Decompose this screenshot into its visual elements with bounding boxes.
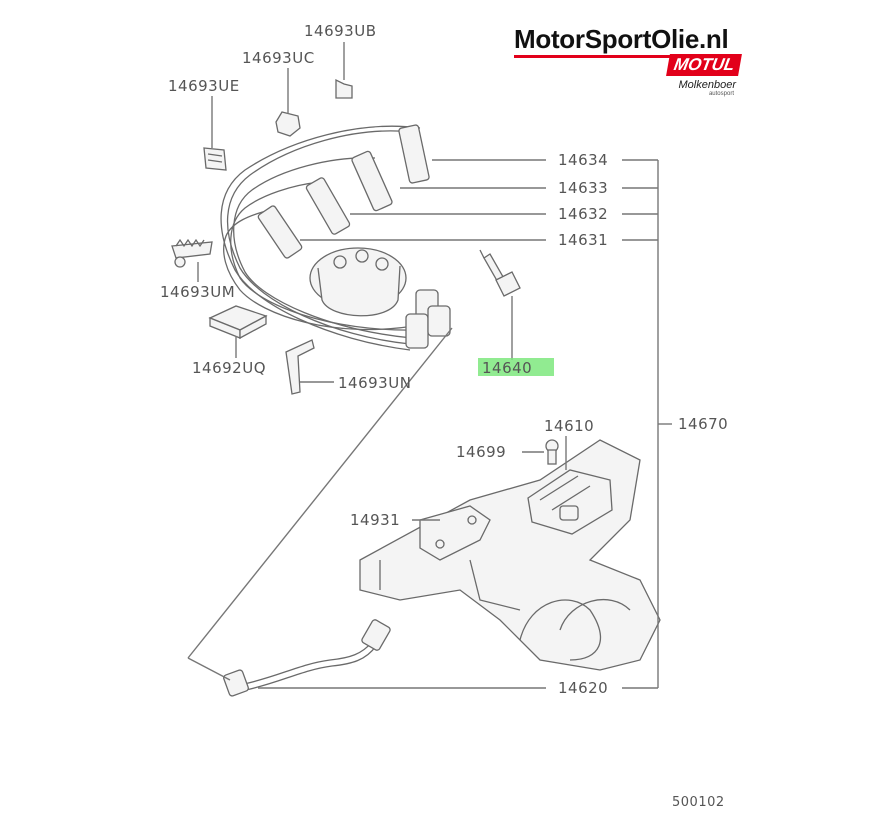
label-14670[interactable]: 14670 <box>678 415 728 433</box>
label-14693um[interactable]: 14693UM <box>160 283 235 301</box>
label-14632[interactable]: 14632 <box>558 205 608 223</box>
label-14699[interactable]: 14699 <box>456 443 506 461</box>
leader-lines <box>187 42 672 689</box>
label-14693un[interactable]: 14693UN <box>338 374 411 392</box>
highlight-14640 <box>478 358 554 376</box>
brand-rule <box>514 55 740 58</box>
motul-logo: MOTUL <box>665 54 742 76</box>
label-14692uq[interactable]: 14692UQ <box>192 359 266 377</box>
label-14640[interactable]: 14640 <box>482 359 532 377</box>
label-14634[interactable]: 14634 <box>558 151 608 169</box>
clip-14693ub-shape <box>335 78 353 99</box>
spark-plug-wire-set <box>220 124 451 351</box>
figure-code: 500102 <box>672 795 725 810</box>
label-14931[interactable]: 14931 <box>350 511 400 529</box>
label-14633[interactable]: 14633 <box>558 179 608 197</box>
label-14631[interactable]: 14631 <box>558 231 608 249</box>
bracket-14693un-shape <box>285 339 315 395</box>
intake-manifold-shape <box>359 439 661 671</box>
clip-14693uc-shape <box>275 111 301 137</box>
label-14693uc[interactable]: 14693UC <box>242 49 315 67</box>
dealer-subtitle: autosport <box>708 91 734 97</box>
ignition-coil-shape <box>527 469 613 535</box>
label-14693ue[interactable]: 14693UE <box>168 77 240 95</box>
clip-14693ue-shape <box>203 147 227 171</box>
clip-14693um-shape <box>171 238 213 268</box>
bolt-14699-shape <box>545 439 559 465</box>
spark-plug-shape <box>479 249 521 297</box>
brand-logo: MotorSportOlie.nl MOTUL Molkenboer autos… <box>514 24 742 97</box>
label-14610[interactable]: 14610 <box>544 417 594 435</box>
block-14692uq-shape <box>208 305 268 340</box>
brand-name: MotorSportOlie.nl <box>514 24 729 54</box>
sensor-cable-shape <box>223 619 391 697</box>
label-14693ub[interactable]: 14693UB <box>304 22 377 40</box>
dealer-name: Molkenboer <box>678 79 736 91</box>
label-14620[interactable]: 14620 <box>558 679 608 697</box>
